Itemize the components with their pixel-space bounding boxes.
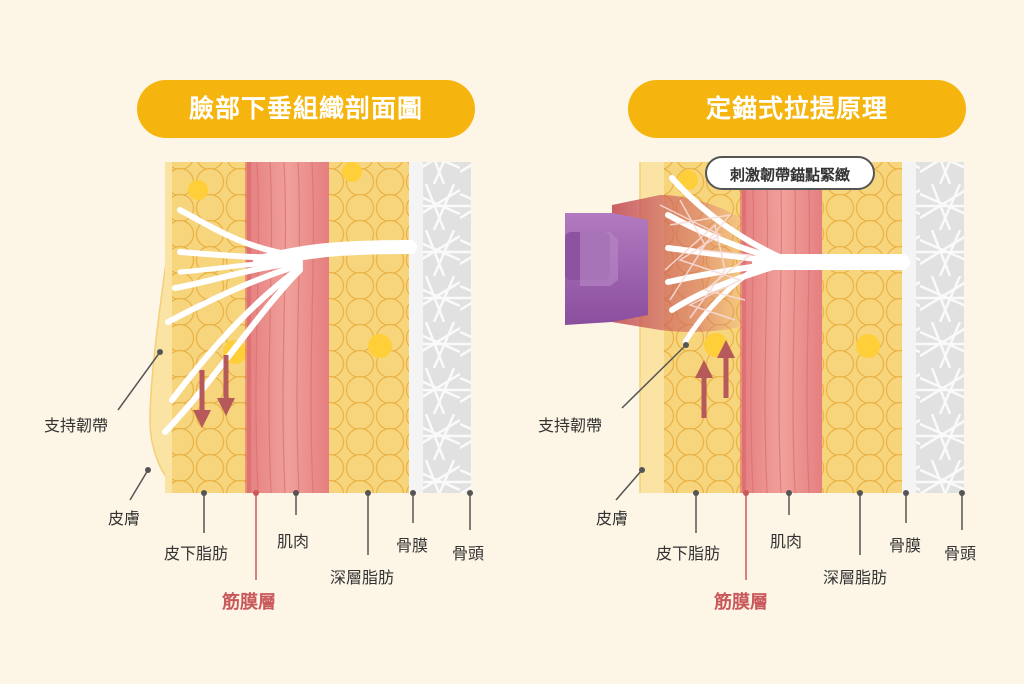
left-label-deep-fat: 深層脂肪 [330, 568, 395, 587]
right-label-ligament: 支持韌帶 [538, 416, 603, 435]
right-label-periosteum: 骨膜 [889, 536, 922, 555]
right-panel-title: 定錨式拉提原理 [628, 80, 966, 138]
left-label-periosteum: 骨膜 [396, 536, 429, 555]
right-label-skin: 皮膚 [596, 509, 629, 528]
left-bone [423, 162, 471, 493]
left-label-muscle: 肌肉 [277, 532, 310, 551]
right-muscle-layer [742, 162, 822, 493]
right-bone [916, 162, 964, 493]
right-periosteum [902, 162, 916, 493]
left-label-ligament: 支持韌帶 [44, 416, 109, 435]
left-leader-lines [117, 351, 471, 580]
left-label-fascia: 筋膜層 [222, 592, 276, 613]
callout-anchor-stimulation: 刺激韌帶錨點緊緻 [705, 156, 875, 190]
right-leader-dots [639, 342, 965, 496]
hifu-device [565, 213, 648, 325]
right-label-bone: 骨頭 [944, 544, 977, 563]
left-periosteum [409, 162, 423, 493]
right-deep-fat [822, 162, 902, 493]
left-sag-arrows [193, 355, 235, 428]
right-fascia-line [740, 162, 746, 493]
left-label-subcutaneous-fat: 皮下脂肪 [164, 544, 229, 563]
left-deep-fat [329, 162, 409, 493]
right-leader-lines [615, 344, 963, 580]
energy-web [659, 199, 752, 321]
left-ligaments [162, 207, 417, 435]
left-muscle-layer [247, 162, 329, 493]
right-cross-section [565, 161, 964, 494]
left-leader-dots [145, 349, 473, 496]
right-label-deep-fat: 深層脂肪 [823, 568, 888, 587]
left-label-skin: 皮膚 [108, 509, 141, 528]
left-panel-title: 臉部下垂組織剖面圖 [137, 80, 475, 138]
right-label-muscle: 肌肉 [770, 532, 803, 551]
left-cross-section [149, 161, 471, 494]
right-label-subcutaneous-fat: 皮下脂肪 [656, 544, 721, 563]
left-label-bone: 骨頭 [452, 544, 485, 563]
right-lift-arrows [695, 340, 735, 418]
right-label-fascia: 筋膜層 [714, 592, 768, 613]
